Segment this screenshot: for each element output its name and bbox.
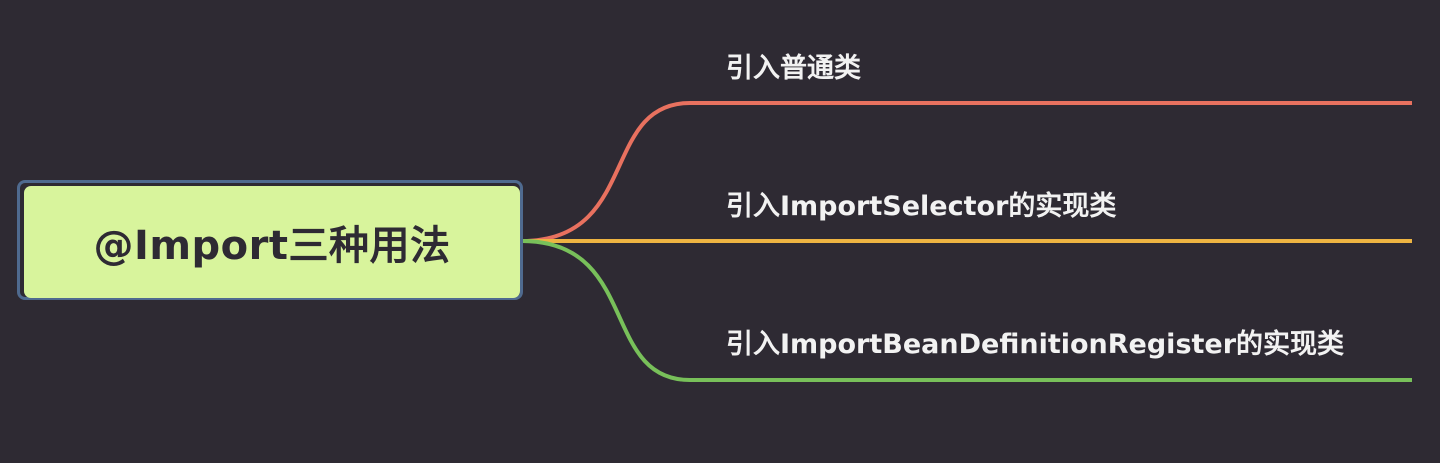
branch-node-2[interactable]: 引入ImportSelector的实现类 — [726, 191, 1117, 222]
root-node-border — [17, 180, 523, 300]
branch-connector-3 — [521, 239, 1412, 382]
root-node[interactable]: @Import三种用法 — [24, 186, 520, 298]
branch-node-3[interactable]: 引入ImportBeanDefinitionRegister的实现类 — [726, 329, 1345, 360]
branch-connector-1 — [521, 101, 1412, 243]
root-node-title: @Import三种用法 — [93, 223, 451, 269]
branch-node-1[interactable]: 引入普通类 — [726, 53, 861, 84]
